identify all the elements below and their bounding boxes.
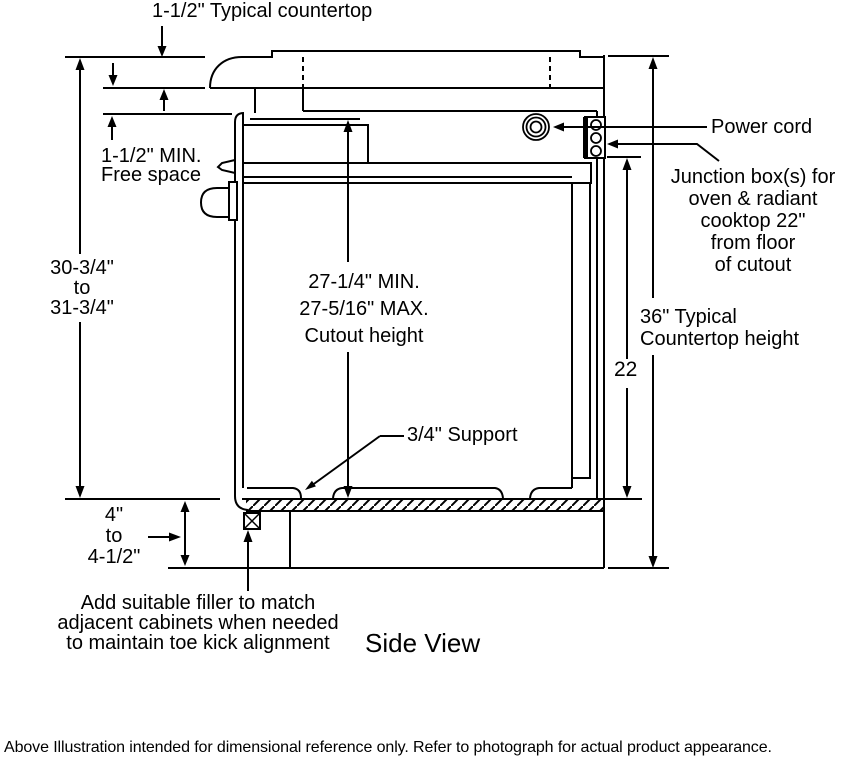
oven-height-to: to bbox=[73, 277, 91, 299]
hidden-cutout-edges bbox=[302, 57, 551, 88]
junction-line5: of cutout bbox=[714, 254, 792, 276]
leader-support bbox=[310, 435, 404, 487]
toe-kick-range-label: 4" to 4-1/2" bbox=[64, 505, 164, 568]
disclaimer-text: Above Illustration intended for dimensio… bbox=[4, 739, 772, 756]
cutout-max: 27-5/16" MAX. bbox=[299, 298, 429, 320]
leader-junction-box bbox=[618, 143, 720, 162]
control-knob bbox=[216, 158, 236, 175]
power-cord-label: Power cord bbox=[711, 116, 813, 138]
cooktop-profile bbox=[209, 50, 603, 120]
filler-note-line2: adjacent cabinets when needed bbox=[57, 612, 339, 634]
oven-rear-panel bbox=[571, 183, 591, 488]
support-board bbox=[242, 498, 604, 512]
cutout-caption: Cutout height bbox=[304, 325, 424, 347]
oven-height-max: 31-3/4" bbox=[50, 297, 114, 319]
door-handle bbox=[199, 187, 230, 218]
toe-kick-min: 4" bbox=[104, 504, 124, 526]
junction-line1: Junction box(s) for bbox=[670, 166, 836, 188]
countertop-height-label: 36" Typical Countertop height bbox=[640, 306, 799, 350]
handle-mount bbox=[228, 181, 238, 221]
countertop-left bbox=[65, 56, 232, 115]
filler-block bbox=[243, 512, 261, 530]
oven-height-min: 30-3/4" bbox=[50, 257, 114, 279]
junction-box-label: Junction box(s) for oven & radiant cookt… bbox=[663, 166, 843, 276]
oven-body bbox=[199, 112, 592, 511]
free-space-label: 1-1/2" MIN. Free space bbox=[101, 145, 202, 186]
junction-box-symbol bbox=[583, 116, 606, 159]
toe-kick bbox=[168, 511, 604, 569]
view-title: Side View bbox=[365, 628, 481, 658]
dim-toe-kick bbox=[148, 512, 186, 555]
cutout-min: 27-1/4" MIN. bbox=[308, 271, 420, 293]
arrowheads bbox=[75, 46, 658, 568]
oven-foot bbox=[247, 487, 302, 499]
oven-foot bbox=[332, 487, 504, 499]
countertop-typical-label: 1-1/2" Typical countertop bbox=[152, 0, 373, 22]
countertop-height-line1: 36" Typical bbox=[640, 306, 737, 328]
oven-height-range-label: 30-3/4" to 31-3/4" bbox=[30, 258, 134, 318]
cutout-height-label: 27-1/4" MIN. 27-5/16" MAX. Cutout height bbox=[284, 269, 444, 350]
junction-line3: cooktop 22" bbox=[700, 210, 806, 232]
oven-top-frame bbox=[243, 162, 592, 184]
oven-foot bbox=[529, 487, 572, 499]
filler-note: Add suitable filler to match adjacent ca… bbox=[38, 593, 358, 653]
toe-kick-to: to bbox=[105, 525, 123, 547]
filler-note-line3: to maintain toe kick alignment bbox=[66, 632, 330, 654]
dimension-lines bbox=[65, 26, 720, 591]
dim-countertop-36 bbox=[608, 55, 669, 569]
junction-height-value: 22 bbox=[614, 358, 638, 381]
filler-note-line1: Add suitable filler to match bbox=[80, 592, 316, 614]
countertop-height-line2: Countertop height bbox=[640, 328, 800, 350]
junction-line4: from floor bbox=[710, 232, 796, 254]
free-space-line2: Free space bbox=[101, 164, 202, 186]
toe-kick-max: 4-1/2" bbox=[87, 546, 141, 568]
oven-front-panel bbox=[234, 112, 249, 511]
junction-line2: oven & radiant bbox=[688, 188, 818, 210]
dim-junction-22 bbox=[605, 156, 642, 500]
free-space-line1: 1-1/2" MIN. bbox=[101, 145, 202, 167]
power-cord-symbol bbox=[522, 113, 550, 141]
support-label: 3/4" Support bbox=[407, 424, 518, 446]
